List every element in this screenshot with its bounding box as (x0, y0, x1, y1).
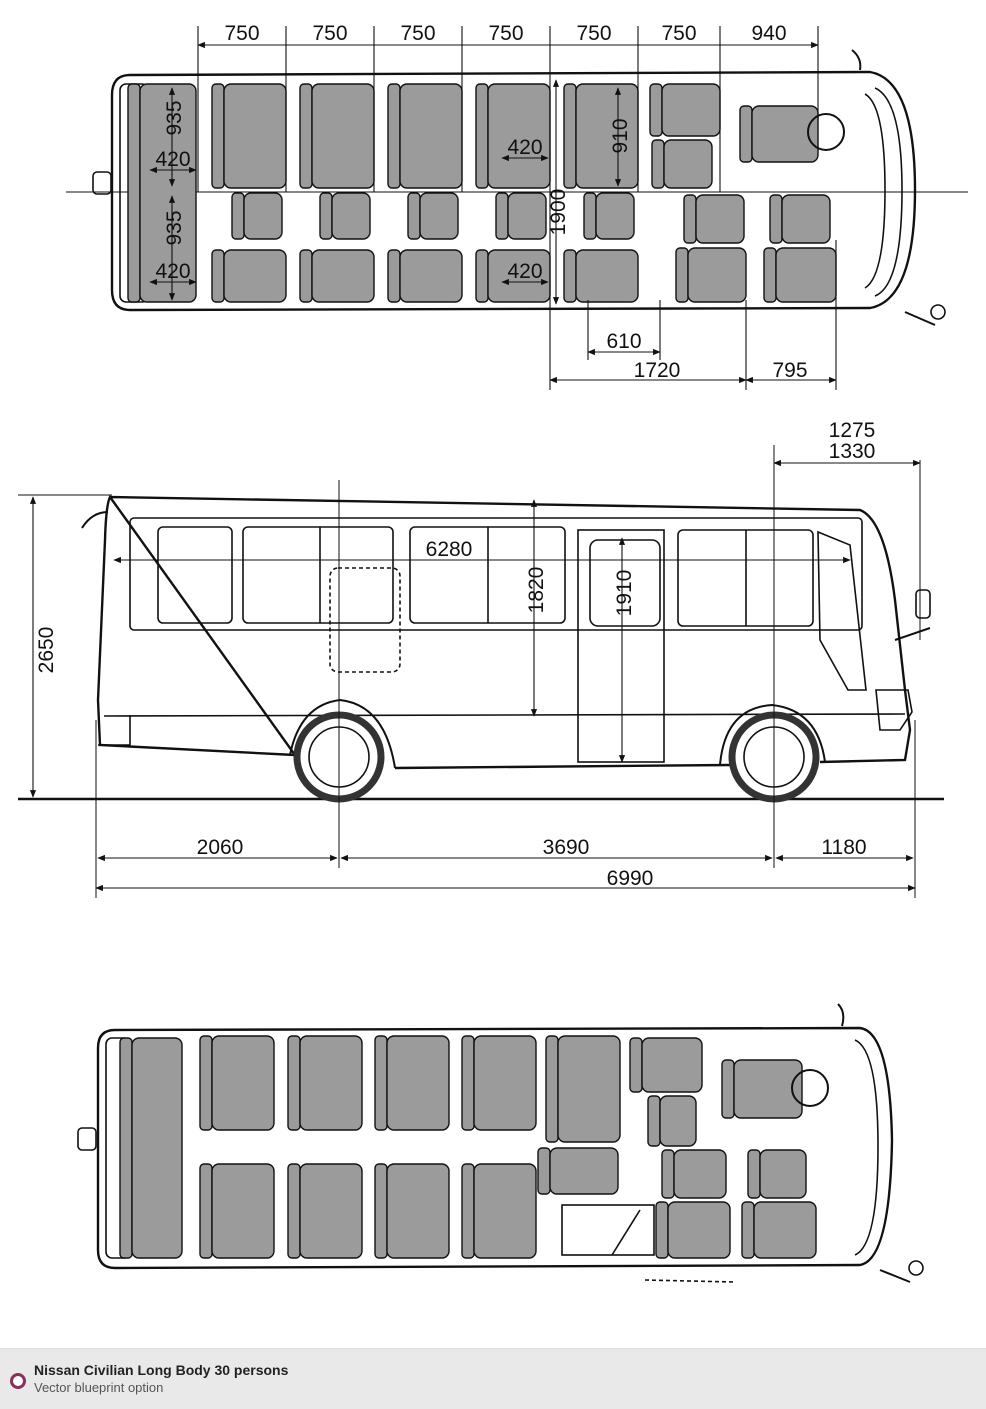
pitch-label-3: 750 (400, 22, 435, 45)
seat-left-pair (387, 83, 463, 189)
seat-left-pair (563, 83, 639, 189)
front-overhang-a-label: 1275 (829, 419, 876, 442)
seat-right (475, 249, 551, 303)
caption-title: Nissan Civilian Long Body 30 persons (34, 1362, 289, 1378)
seat-right-pair (461, 1163, 537, 1259)
jump-seat (231, 192, 283, 240)
door-width-label: 610 (606, 330, 641, 353)
seat-left-pair (475, 83, 551, 189)
bottom-plan-view (77, 1003, 924, 1283)
interior-height-label: 1820 (525, 567, 548, 614)
side-elevation-view (18, 445, 944, 898)
seat-width-label-1: 420 (155, 148, 190, 171)
seat-right-pair (287, 1163, 363, 1259)
jump-seat (651, 139, 713, 189)
seat-depth-top-label: 935 (163, 100, 186, 135)
caption-bar: Nissan Civilian Long Body 30 persons Vec… (0, 1348, 986, 1409)
rear-bench-seat (119, 1037, 183, 1259)
pitch-label-6: 750 (661, 22, 696, 45)
bus-blueprint-drawing: 750 750 750 750 750 750 940 935 935 420 … (18, 22, 968, 1283)
top-plan-view (66, 49, 968, 326)
rear-bench-seat (127, 83, 197, 303)
driver-seat (739, 105, 819, 163)
bottom-plan-seats (119, 1035, 817, 1259)
seat-left-pair (199, 1035, 275, 1131)
driver-seat-depth-label: 910 (609, 118, 632, 153)
seat-front-right (655, 1201, 731, 1259)
seat-front-right (763, 247, 837, 303)
jump-seat (407, 192, 459, 240)
seat-depth-bottom-label: 935 (163, 210, 186, 245)
caption-subtitle: Vector blueprint option (34, 1380, 164, 1395)
jump-seat (647, 1095, 697, 1147)
steering-wheel-icon (791, 1069, 829, 1107)
seat-front-right (675, 247, 747, 303)
door-height-label: 1910 (613, 570, 636, 617)
top-plan-seats (127, 83, 837, 303)
driver-seat (721, 1059, 803, 1119)
front-overhang-b-label: 1330 (829, 440, 876, 463)
seat-front-right (741, 1201, 817, 1259)
pitch-label-2: 750 (312, 22, 347, 45)
jump-seat (495, 192, 547, 240)
rear-overhang-label: 2060 (197, 836, 244, 859)
pitch-label-5: 750 (576, 22, 611, 45)
jump-seat (537, 1147, 619, 1195)
jump-seat (319, 192, 371, 240)
seat-right (299, 249, 375, 303)
pitch-label-1: 750 (224, 22, 259, 45)
wheelbase-label: 3690 (543, 836, 590, 859)
pitch-label-7: 940 (751, 22, 786, 45)
seat-right (211, 249, 287, 303)
jump-seat (769, 194, 831, 244)
seat-left-pair (461, 1035, 537, 1131)
seat-left-pair (374, 1035, 450, 1131)
seat-right-pair (374, 1163, 450, 1259)
pitch-label-4: 750 (488, 22, 523, 45)
seat-front-left (629, 1037, 703, 1093)
seat-left-pair (299, 83, 375, 189)
seat-left-pair (545, 1035, 621, 1143)
height-total-label: 2650 (35, 627, 58, 674)
door-to-axle-label: 1720 (634, 359, 681, 382)
seat-front-left (649, 83, 721, 137)
seat-left-pair (287, 1035, 363, 1131)
interior-width-label: 1900 (547, 189, 570, 236)
axle-to-front-label: 795 (772, 359, 807, 382)
steering-wheel-icon (807, 113, 845, 151)
jump-seat (661, 1149, 727, 1199)
bullet-icon (10, 1373, 26, 1389)
jump-seat (747, 1149, 807, 1199)
front-overhang-label: 1180 (821, 836, 866, 859)
dimension-lines (29, 26, 921, 892)
seat-left-pair (211, 83, 287, 189)
seat-right-pair (199, 1163, 275, 1259)
seat-right (563, 249, 639, 303)
jump-seat (583, 192, 635, 240)
interior-length-label: 6280 (426, 538, 473, 561)
seat-right (387, 249, 463, 303)
seat-width-label-3: 420 (507, 136, 542, 159)
dimension-labels: 750 750 750 750 750 750 940 935 935 420 … (35, 22, 875, 890)
seat-width-label-4: 420 (507, 260, 542, 283)
jump-seat (683, 194, 745, 244)
seat-width-label-2: 420 (155, 260, 190, 283)
overall-length-label: 6990 (607, 867, 654, 890)
